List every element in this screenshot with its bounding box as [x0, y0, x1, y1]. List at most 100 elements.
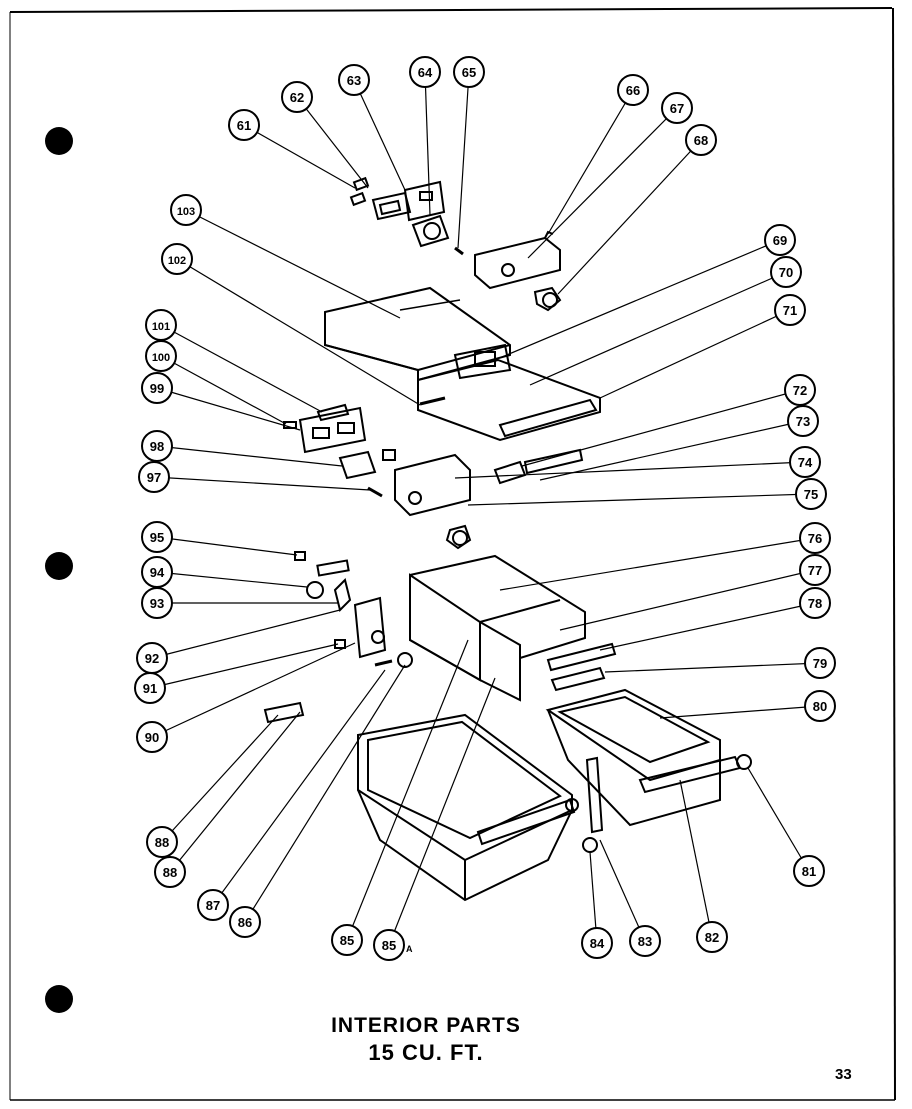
callout-c87: 87 — [197, 889, 229, 921]
callout-circle — [141, 430, 173, 462]
callout-label: 101 — [152, 321, 170, 333]
callout-circle — [141, 556, 173, 588]
leader-c95 — [156, 536, 298, 556]
callout-label: 72 — [793, 383, 807, 398]
callout-circle — [581, 927, 613, 959]
callout-label: 92 — [145, 651, 159, 666]
leader-c65 — [457, 71, 470, 249]
callout-circle — [799, 522, 831, 554]
callout-circle — [136, 721, 168, 753]
callout-circle — [696, 921, 728, 953]
callout-c88b: 88 — [154, 856, 186, 888]
leader-c88a — [161, 714, 279, 843]
leader-c69 — [489, 239, 781, 363]
callout-label: 61 — [237, 118, 251, 133]
callout-c76: 76 — [799, 522, 831, 554]
callout-c90: 90 — [136, 721, 168, 753]
callout-circle — [197, 889, 229, 921]
callout-c97: 97 — [138, 461, 170, 493]
leader-c68 — [557, 139, 702, 295]
callout-c67: 67 — [661, 92, 693, 124]
callout-label: 76 — [808, 531, 822, 546]
leader-c81 — [747, 767, 810, 872]
callout-c80: 80 — [804, 690, 836, 722]
callout-c77: 77 — [799, 554, 831, 586]
callout-label: 62 — [290, 90, 304, 105]
callout-c66: 66 — [617, 74, 649, 106]
callout-c62: 62 — [281, 81, 313, 113]
callout-circle — [787, 405, 819, 437]
callout-c64: 64 — [409, 56, 441, 88]
leader-c101 — [160, 324, 323, 413]
callout-c71: 71 — [774, 294, 806, 326]
callout-c70: 70 — [770, 256, 802, 288]
callout-c82: 82 — [696, 921, 728, 953]
binder-hole-bottom — [45, 985, 73, 1013]
callout-c95: 95 — [141, 521, 173, 553]
callout-c72: 72 — [784, 374, 816, 406]
callout-c84: 84 — [581, 927, 613, 959]
leader-c91 — [149, 643, 339, 689]
callout-circle — [146, 826, 178, 858]
leader-c103 — [185, 209, 401, 319]
diagram-subtitle: 15 CU. FT. — [368, 1040, 484, 1065]
binder-hole-top — [45, 127, 73, 155]
leader-c92 — [151, 609, 341, 659]
callout-label: 85 — [340, 933, 354, 948]
callout-label: 91 — [143, 681, 157, 696]
callout-label: 83 — [638, 934, 652, 949]
leader-c94 — [156, 571, 308, 588]
leader-c78 — [599, 602, 816, 651]
callout-c75: 75 — [795, 478, 827, 510]
leader-c86 — [244, 664, 406, 923]
callout-c91: 91 — [134, 672, 166, 704]
leader-c97 — [153, 476, 371, 491]
callout-label: 75 — [804, 487, 818, 502]
callout-label: 65 — [462, 65, 476, 80]
callout-c100: 100 — [145, 340, 177, 372]
leader-c80 — [659, 705, 821, 719]
callout-c79: 79 — [804, 647, 836, 679]
callout-label: 67 — [670, 101, 684, 116]
callout-circle — [804, 690, 836, 722]
callout-circle — [774, 294, 806, 326]
callout-circle — [409, 56, 441, 88]
leader-c62 — [296, 96, 369, 189]
leader-c99 — [156, 387, 301, 431]
callout-circle — [281, 81, 313, 113]
callout-circle — [799, 554, 831, 586]
leader-c85 — [346, 639, 469, 941]
callout-circle — [793, 855, 825, 887]
callout-circle — [795, 478, 827, 510]
callout-label: 102 — [168, 255, 186, 267]
callout-circle — [453, 56, 485, 88]
callout-circle — [338, 64, 370, 96]
leader-c87 — [212, 669, 386, 906]
callout-c99: 99 — [141, 372, 173, 404]
callout-circle — [170, 194, 202, 226]
leader-c73 — [539, 420, 804, 481]
callout-c74: 74 — [789, 446, 821, 478]
callout-c85: 85 — [331, 924, 363, 956]
callout-c98: 98 — [141, 430, 173, 462]
callout-c65: 65 — [453, 56, 485, 88]
callout-circle — [661, 92, 693, 124]
callout-circle — [617, 74, 649, 106]
callout-circle — [145, 309, 177, 341]
callout-label: 81 — [802, 864, 816, 879]
leader-c76 — [499, 537, 816, 591]
callout-label: 64 — [418, 65, 433, 80]
leader-c66 — [547, 89, 634, 235]
callout-suffix: A — [406, 944, 413, 954]
callout-label: 103 — [177, 206, 195, 218]
leader-c79 — [604, 662, 821, 673]
callout-circle — [138, 461, 170, 493]
leader-c82 — [679, 779, 713, 938]
callout-c69: 69 — [764, 224, 796, 256]
callout-circle — [685, 124, 717, 156]
callout-c78: 78 — [799, 587, 831, 619]
callout-label: 95 — [150, 530, 164, 545]
callout-c86: 86 — [229, 906, 261, 938]
callout-label: 86 — [238, 915, 252, 930]
